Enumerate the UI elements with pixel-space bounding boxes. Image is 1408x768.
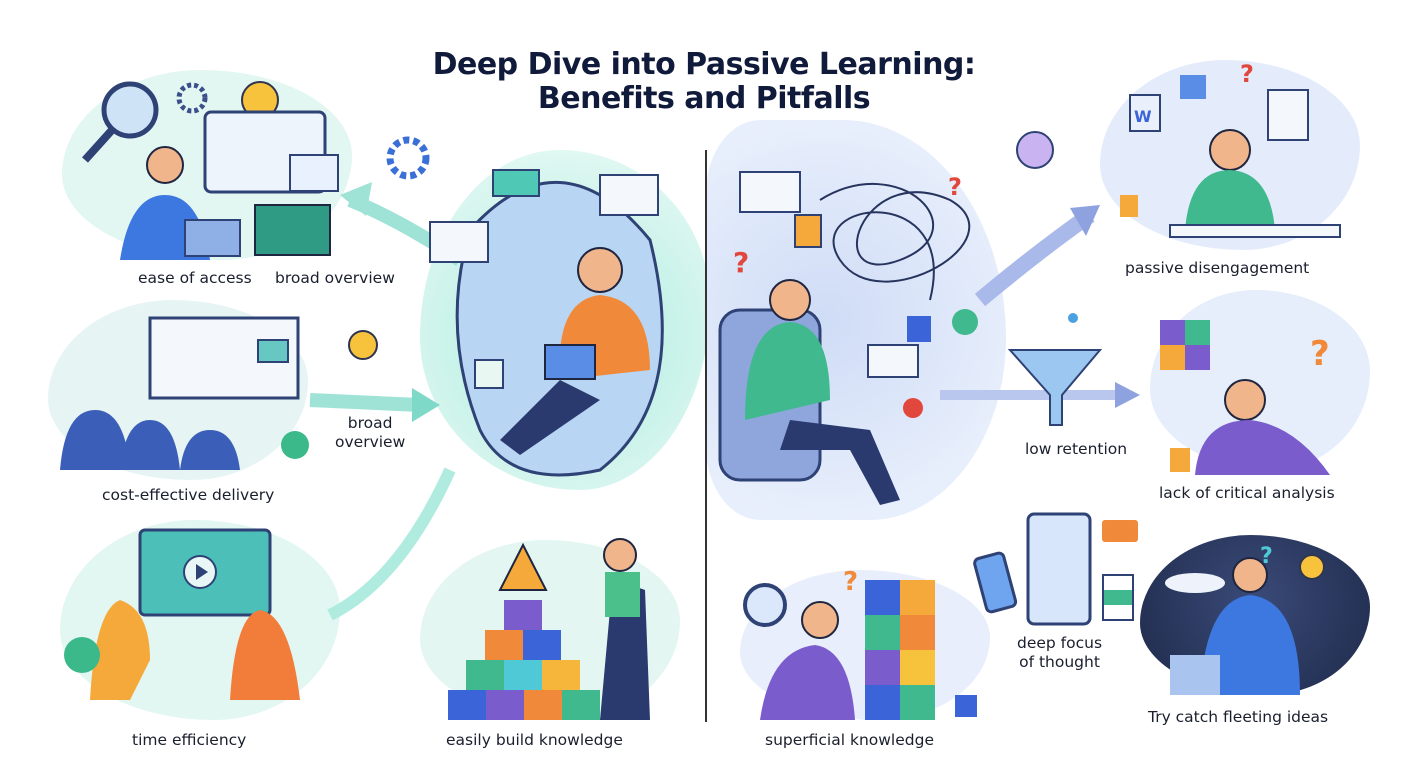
lightbulb-icon (1299, 554, 1325, 580)
label-broad-overview-top: broad overview (275, 269, 395, 287)
label-superficial-knowledge: superficial knowledge (765, 731, 934, 749)
puzzle-column (865, 580, 935, 720)
question-icon: ? (733, 246, 749, 279)
page-title: Deep Dive into Passive Learning: Benefit… (0, 48, 1408, 116)
book-icon (599, 174, 659, 216)
audience (60, 410, 240, 470)
coffee-cup-icon (1170, 448, 1190, 472)
books (254, 204, 331, 256)
water-drop-icon (1068, 313, 1078, 323)
arrow-passive-disengagement (974, 208, 1095, 307)
question-icon: ? (1310, 334, 1330, 374)
person-right (230, 610, 300, 700)
tangled-thoughts (819, 182, 970, 301)
learner-legs (500, 380, 600, 455)
book-icon (429, 221, 489, 263)
person (146, 146, 184, 184)
phone-icon (973, 551, 1018, 614)
document-icon (794, 214, 822, 248)
question-icon: ? (948, 173, 962, 201)
builder-person (600, 587, 650, 720)
sticky-note (1180, 75, 1206, 99)
coffee-cup-icon (1120, 195, 1138, 217)
laptop (184, 219, 241, 257)
plant-icon (64, 637, 100, 673)
label-time-efficiency: time efficiency (132, 731, 247, 749)
document-icon (1129, 94, 1161, 132)
knowledge-blocks (448, 542, 600, 720)
image-frame (289, 154, 339, 192)
magnifier-icon (743, 583, 787, 627)
doc-letter: W (1134, 107, 1152, 126)
label-low-retention: low retention (1025, 440, 1128, 458)
window-card (867, 344, 919, 378)
coffee-cup-icon (955, 695, 977, 717)
label-deep-focus: deep focus of thought (1017, 634, 1103, 671)
title-line-2: Benefits and Pitfalls (537, 81, 871, 116)
label-fleeting-ideas: Try catch fleeting ideas (1148, 708, 1329, 726)
question-icon: ? (1240, 60, 1254, 88)
gear-icon (176, 82, 208, 114)
document-icon (1267, 89, 1309, 141)
magnifier-icon (101, 81, 159, 139)
learner-head (577, 247, 623, 293)
person-left (90, 600, 150, 700)
title-line-1: Deep Dive into Passive Learning: (432, 47, 976, 82)
sleepy-head (1209, 129, 1251, 171)
chat-bubble (1102, 520, 1138, 542)
question-icon (952, 309, 978, 335)
worried-head (769, 279, 811, 321)
pondering-head (801, 601, 839, 639)
chart-card (739, 171, 801, 213)
tablet-icon (1026, 512, 1092, 626)
label-broad-overview-arrow: broad overview (335, 414, 406, 451)
laptop (1170, 655, 1220, 695)
lightbulb-icon (348, 330, 378, 360)
question-icon: ? (843, 567, 858, 597)
label-ease-of-access: ease of access (138, 269, 252, 287)
thinking-head (1224, 379, 1266, 421)
arrow-time-efficiency (327, 467, 456, 621)
cloud-icon (1165, 573, 1225, 593)
label-passive-disengagement: passive disengagement (1125, 259, 1310, 277)
papers (1169, 224, 1341, 238)
gear-icon (386, 136, 430, 180)
plant-icon (281, 431, 309, 459)
chat-bubble (492, 169, 540, 197)
chart-card (474, 359, 504, 389)
open-book (544, 344, 596, 380)
question-icon (907, 316, 931, 342)
label-lack-of-critical-analysis: lack of critical analysis (1159, 484, 1335, 502)
video-icon (257, 339, 289, 363)
idea-seeker-head (1232, 557, 1268, 593)
question-icon: ? (1260, 544, 1273, 569)
alert-icon (903, 398, 923, 418)
label-easily-build-knowledge: easily build knowledge (446, 731, 623, 749)
arrow-broad-overview (309, 393, 421, 412)
funnel-icon (1007, 349, 1103, 426)
label-cost-effective-delivery: cost-effective delivery (102, 486, 275, 504)
brain-icon (1016, 131, 1054, 169)
